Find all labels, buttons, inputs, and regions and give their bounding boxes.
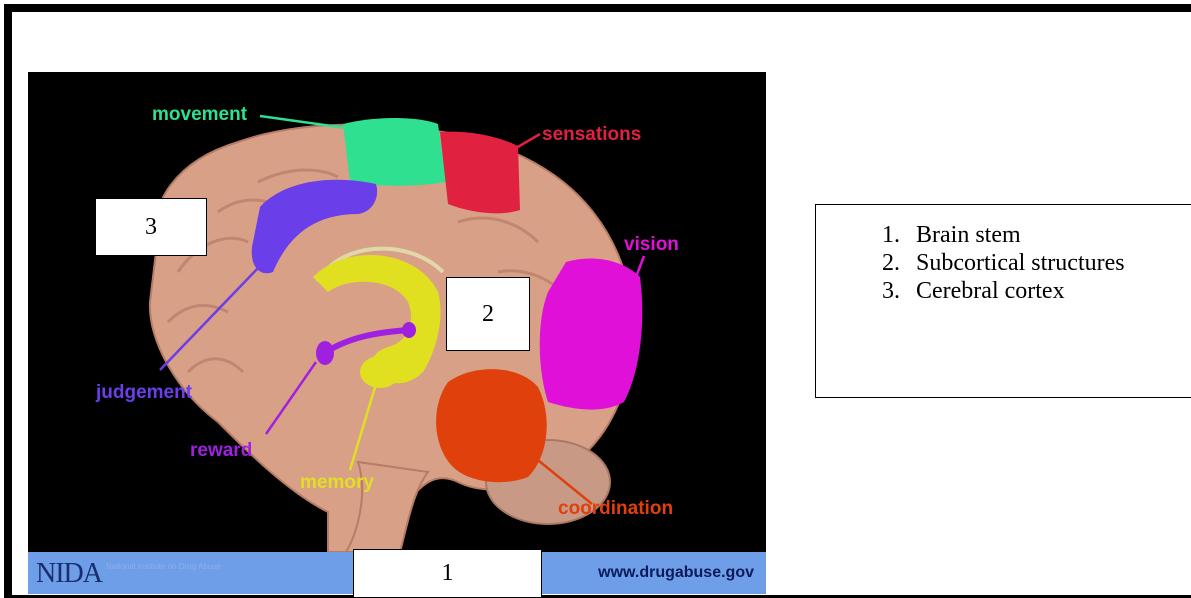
legend-item-number: 1.	[882, 221, 916, 249]
brain-image-panel: movement sensations vision judgement rew…	[28, 72, 766, 594]
nida-logo: NIDA	[36, 558, 102, 590]
reward-node-left	[316, 341, 334, 365]
label-judgement: judgement	[96, 382, 192, 404]
label-memory: memory	[300, 472, 374, 494]
movement-region	[343, 118, 446, 186]
legend-item: 2.Subcortical structures	[882, 249, 1125, 277]
sensations-leader	[516, 134, 540, 148]
legend-item-number: 2.	[882, 249, 916, 277]
label-movement: movement	[152, 104, 247, 126]
coordination-region	[436, 369, 547, 482]
reward-node-right	[402, 322, 416, 338]
vision-region	[540, 258, 643, 409]
number-box-2: 2	[446, 277, 530, 351]
legend-item: 3.Cerebral cortex	[882, 277, 1125, 305]
label-vision: vision	[624, 234, 679, 256]
sensations-region	[440, 132, 520, 214]
legend-item-number: 3.	[882, 277, 916, 305]
legend-item-label: Subcortical structures	[916, 249, 1125, 277]
legend-item-label: Cerebral cortex	[916, 277, 1065, 305]
website-url: www.drugabuse.gov	[598, 564, 754, 582]
label-coordination: coordination	[558, 498, 673, 520]
legend-item-label: Brain stem	[916, 221, 1021, 249]
memory-blob	[360, 356, 400, 388]
legend-item: 1.Brain stem	[882, 221, 1125, 249]
number-box-3: 3	[95, 198, 207, 256]
label-sensations: sensations	[542, 124, 641, 146]
label-reward: reward	[190, 440, 252, 462]
legend-list: 1.Brain stem 2.Subcortical structures 3.…	[882, 221, 1125, 305]
legend-box: 1.Brain stem 2.Subcortical structures 3.…	[815, 204, 1191, 398]
number-box-1: 1	[353, 549, 542, 598]
nida-logo-subtitle: National Institute on Drug Abuse	[106, 562, 221, 571]
movement-leader	[260, 116, 346, 128]
